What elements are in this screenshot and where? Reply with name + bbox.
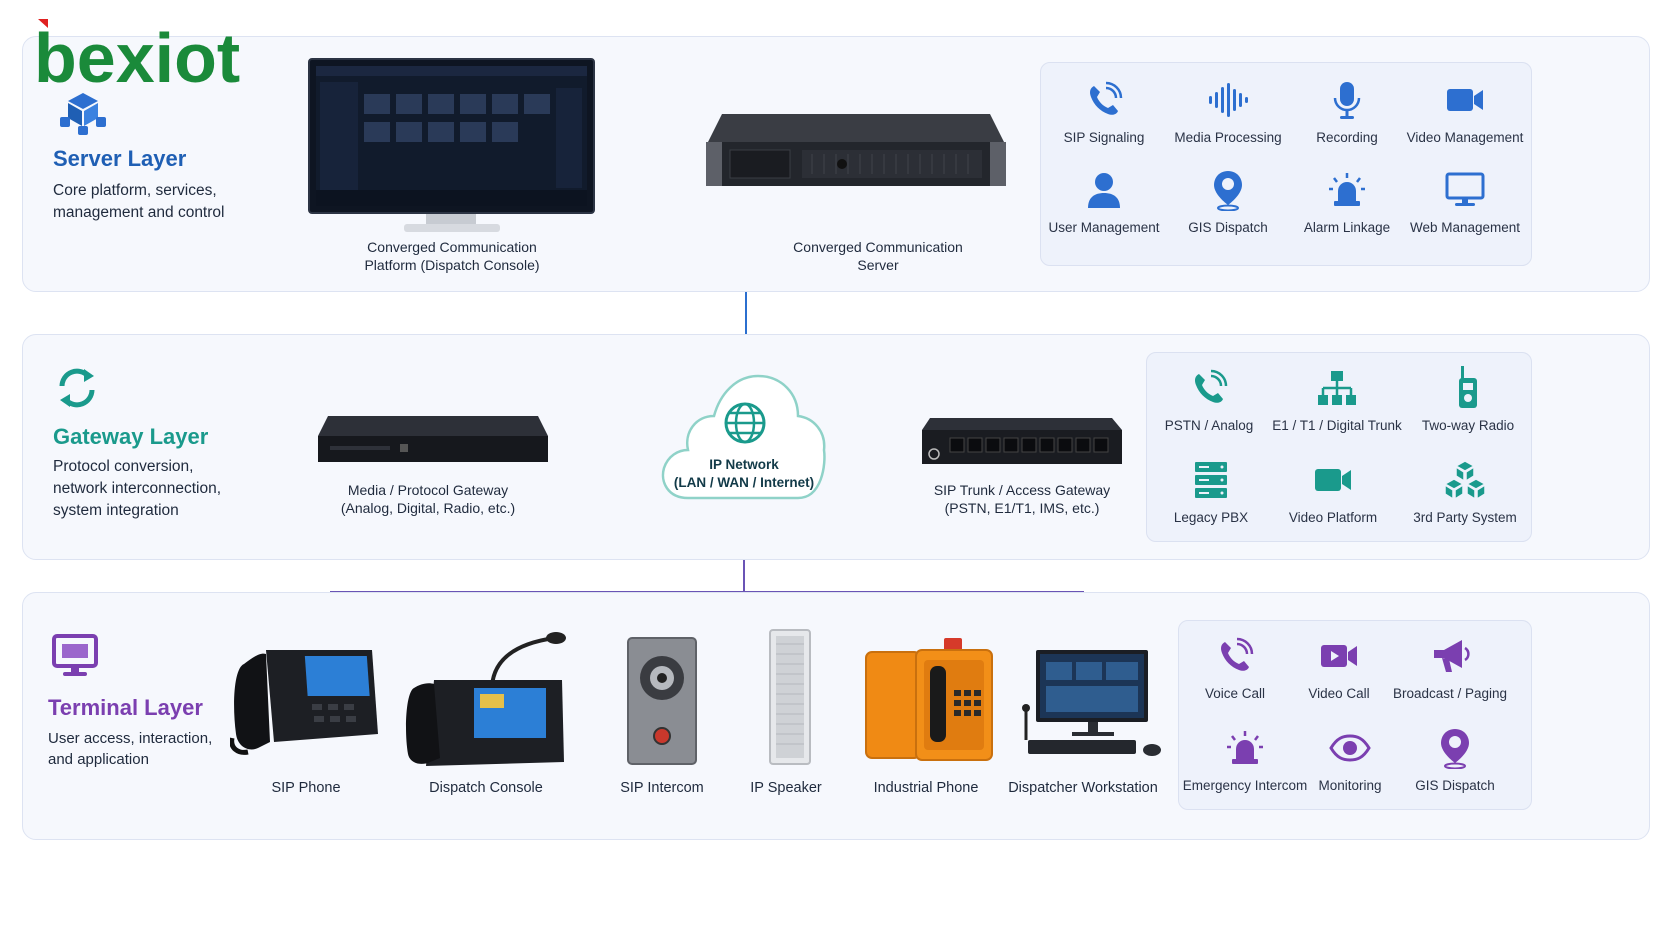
feature-video-call: Video Call <box>1274 632 1404 701</box>
monitor-icon <box>1445 172 1485 206</box>
video-camera-icon <box>1315 469 1351 491</box>
feature-video-management: Video Management <box>1400 76 1530 145</box>
media-gateway-image <box>318 416 548 462</box>
sync-icon <box>59 368 95 408</box>
feature-voice-call: Voice Call <box>1170 632 1300 701</box>
feature-video-platform: Video Platform <box>1268 456 1398 525</box>
server-caption: Converged Communication Server <box>793 239 963 273</box>
dispatcher-workstation-image <box>1022 650 1161 756</box>
feature-two-way-radio: Two-way Radio <box>1403 364 1533 433</box>
ip-speaker-label: IP Speaker <box>750 780 822 796</box>
terminal-layer-title: Terminal Layer <box>48 695 203 720</box>
globe-icon <box>724 402 766 444</box>
dispatch-console-image <box>406 632 566 766</box>
phone-wave-icon <box>1195 369 1228 403</box>
feature-web-management: Web Management <box>1400 166 1530 235</box>
bexiot-logo: bexiot <box>34 19 240 89</box>
user-icon <box>1088 173 1120 208</box>
video-camera-icon <box>1321 645 1357 667</box>
cube-network-icon <box>60 93 106 135</box>
industrial-phone-image <box>865 638 993 761</box>
alarm-icon <box>1227 731 1263 764</box>
alarm-icon <box>1329 173 1365 206</box>
server-layer-title: Server Layer <box>53 146 187 171</box>
gateway-layer-description: Protocol conversion, network interconnec… <box>53 458 222 519</box>
feature-alarm-linkage: Alarm Linkage <box>1282 166 1412 235</box>
ip-network-cloud <box>661 374 826 500</box>
ip-speaker-image <box>769 629 811 765</box>
dispatch-console-label: Dispatch Console <box>429 780 543 796</box>
logo-text: bexiot <box>34 19 240 89</box>
rack-server-image <box>706 114 1006 186</box>
feature-gis-dispatch-terminal: GIS Dispatch <box>1390 724 1520 793</box>
server-rack-icon <box>1195 462 1227 498</box>
eye-icon <box>1329 734 1371 762</box>
phone-wave-icon <box>1090 81 1123 115</box>
monitor-icon <box>52 634 98 676</box>
feature-monitoring: Monitoring <box>1285 724 1415 793</box>
industrial-phone-label: Industrial Phone <box>873 780 979 796</box>
terminal-layer-description: User access, interaction, and applicatio… <box>48 730 213 768</box>
feature-user-management: User Management <box>1039 166 1169 235</box>
phone-wave-icon <box>1221 637 1254 671</box>
server-layer-description: Core platform, services, management and … <box>53 182 225 221</box>
radio-icon <box>1459 366 1477 408</box>
sip-trunk-gateway-image <box>922 418 1122 464</box>
dispatch-console-caption: Converged Communication Platform (Dispat… <box>364 239 540 273</box>
sip-phone-label: SIP Phone <box>271 780 341 796</box>
sip-intercom-image <box>627 637 697 765</box>
feature-pstn-analog: PSTN / Analog <box>1144 364 1274 433</box>
feature-sip-signaling: SIP Signaling <box>1039 76 1169 145</box>
microphone-icon <box>1333 82 1361 119</box>
dispatch-console-monitor-image <box>308 58 595 232</box>
ip-network-label: IP Network (LAN / WAN / Internet) <box>673 457 815 490</box>
feature-digital-trunk: E1 / T1 / Digital Trunk <box>1272 364 1402 433</box>
feature-recording: Recording <box>1282 76 1412 145</box>
sip-trunk-gateway-caption: SIP Trunk / Access Gateway (PSTN, E1/T1,… <box>933 482 1111 516</box>
feature-3rd-party-system: 3rd Party System <box>1400 456 1530 525</box>
video-camera-icon <box>1447 89 1483 111</box>
cubes-icon <box>1443 460 1487 500</box>
hierarchy-icon <box>1318 371 1356 405</box>
sip-intercom-label: SIP Intercom <box>620 780 704 796</box>
map-pin-icon <box>1441 729 1469 769</box>
feature-media-processing: Media Processing <box>1163 76 1293 145</box>
media-gateway-caption: Media / Protocol Gateway (Analog, Digita… <box>340 482 516 516</box>
map-pin-icon <box>1214 171 1242 211</box>
feature-gis-dispatch: GIS Dispatch <box>1163 166 1293 235</box>
sip-phone-image <box>230 650 378 755</box>
feature-emergency-intercom: Emergency Intercom <box>1180 724 1310 793</box>
feature-broadcast-paging: Broadcast / Paging <box>1385 632 1515 701</box>
audio-wave-icon <box>1209 83 1248 117</box>
gateway-layer-title: Gateway Layer <box>53 424 209 449</box>
megaphone-icon <box>1434 640 1470 672</box>
feature-legacy-pbx: Legacy PBX <box>1146 456 1276 525</box>
dispatcher-workstation-label: Dispatcher Workstation <box>1008 780 1158 796</box>
